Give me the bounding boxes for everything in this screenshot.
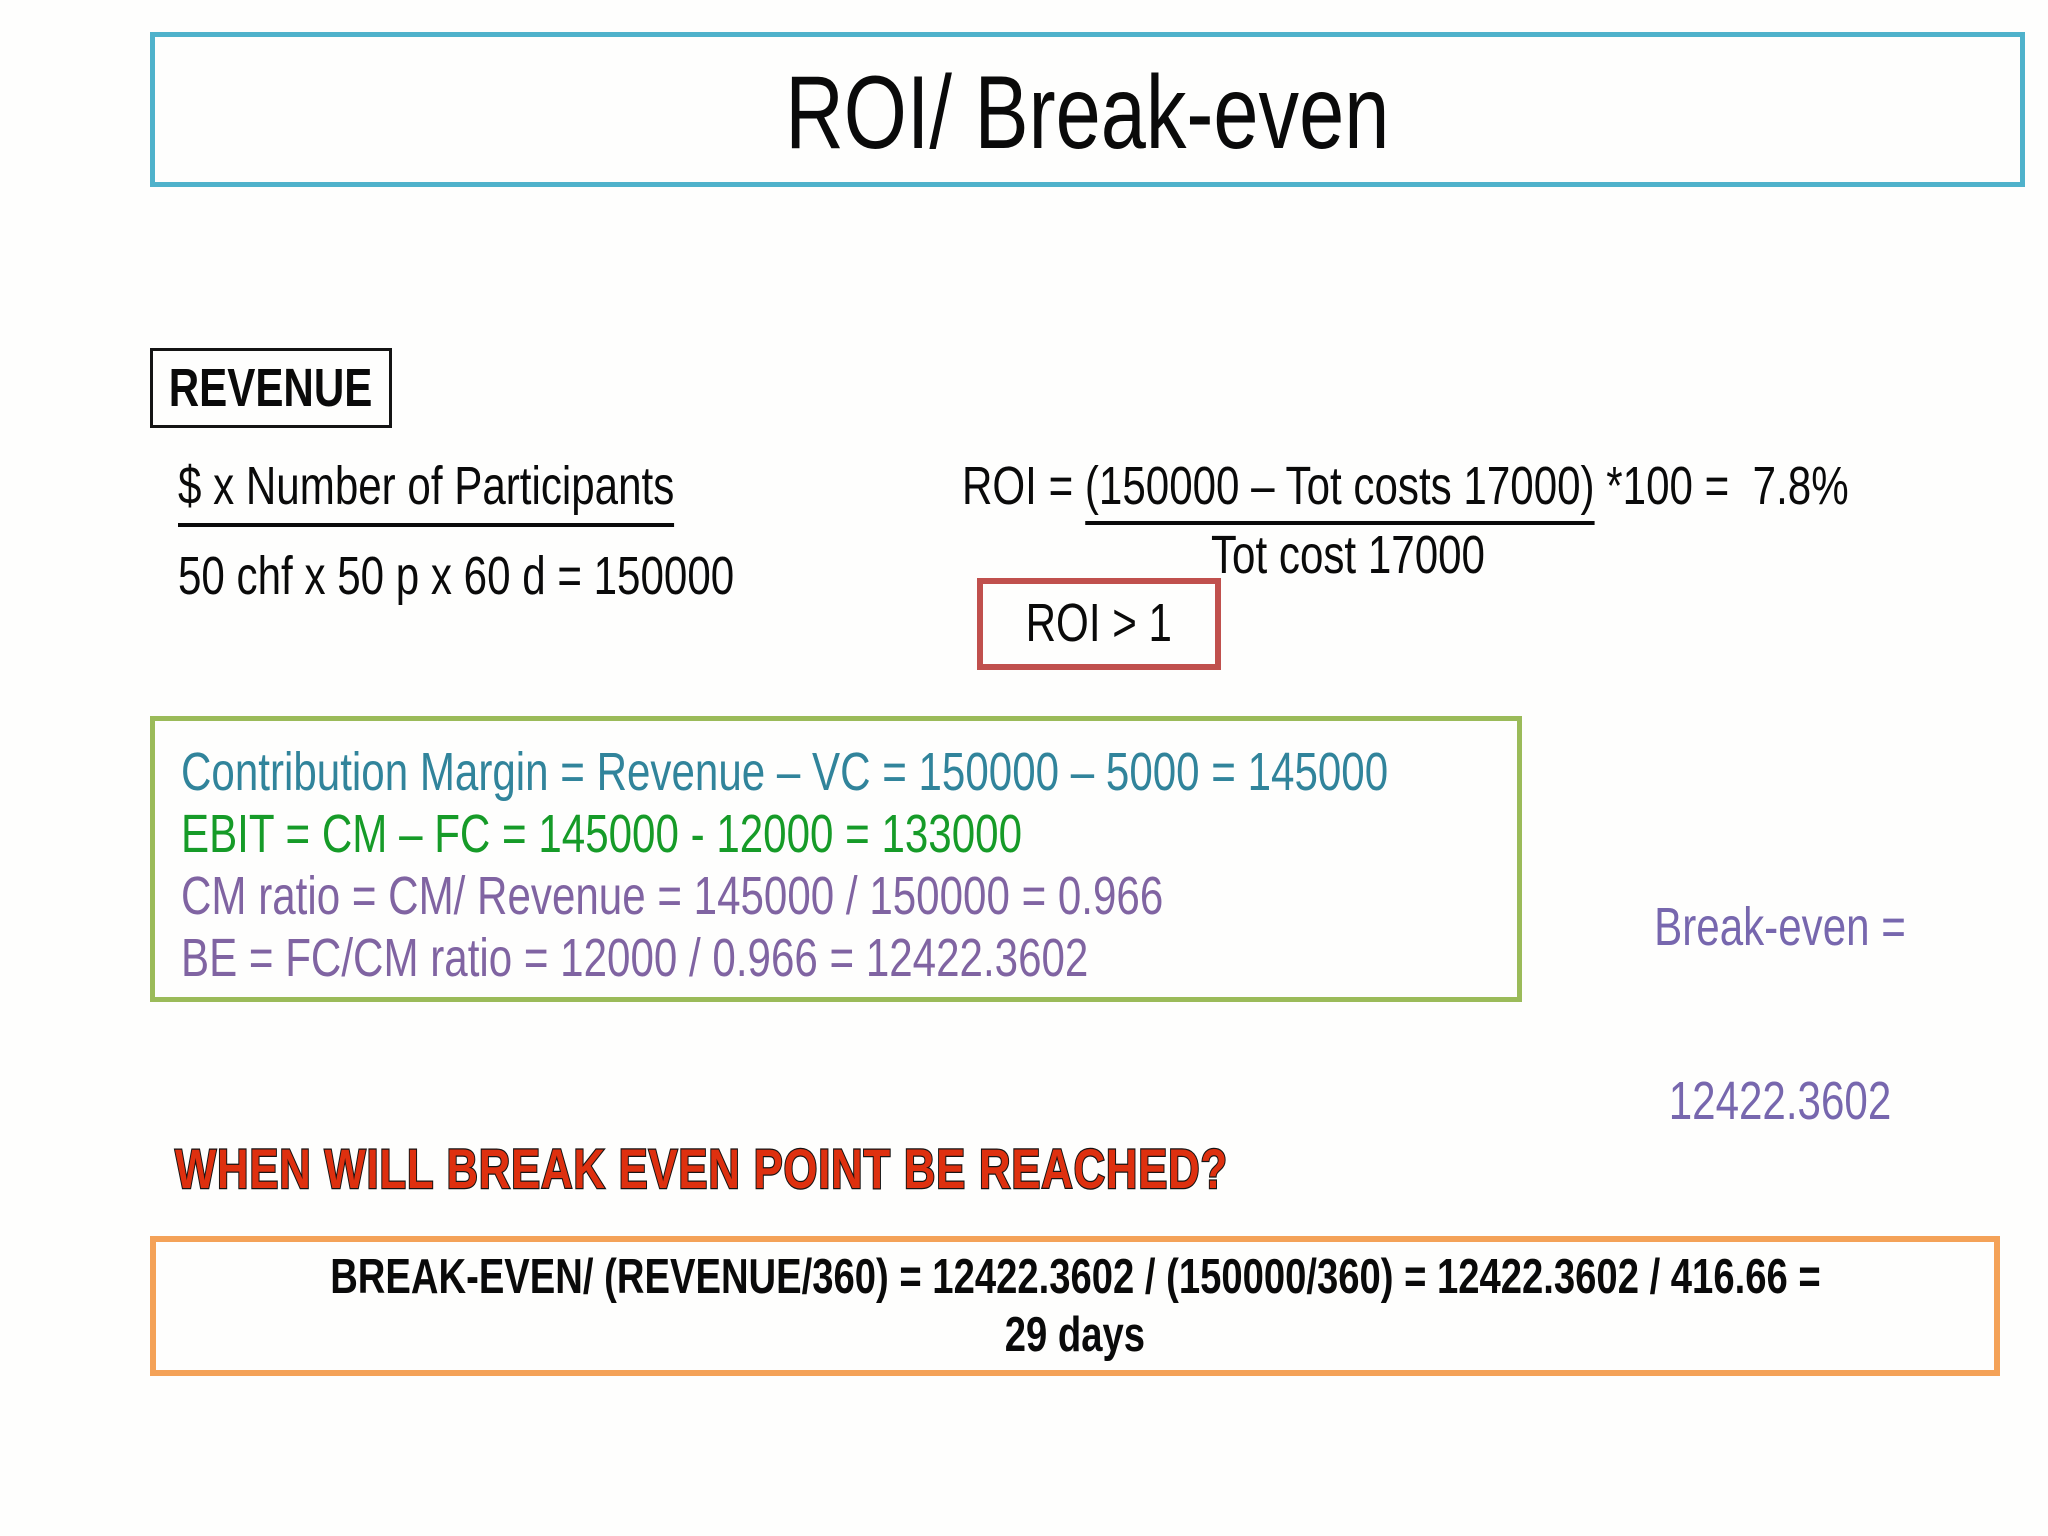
- revenue-calculation: 50 chf x 50 p x 60 d = 150000: [178, 546, 735, 606]
- conclusion-box: BREAK-EVEN/ (REVENUE/360) = 12422.3602 /…: [150, 1236, 2000, 1376]
- roi-formula: ROI = (150000 – Tot costs 17000) *100 = …: [962, 455, 1849, 525]
- roi-denominator: Tot cost 17000: [1211, 525, 1485, 585]
- breakeven-note-line2: 12422.3602: [1668, 1071, 1892, 1131]
- revenue-formula-text: $ x Number of Participants: [178, 455, 675, 527]
- roi-condition-box: ROI > 1: [977, 578, 1221, 670]
- breakeven-note-line1: Break-even =: [1654, 897, 1906, 957]
- conclusion-line1: BREAK-EVEN/ (REVENUE/360) = 12422.3602 /…: [329, 1250, 1821, 1304]
- page-title: ROI/ Break-even: [785, 54, 1390, 171]
- analysis-line-ebit: EBIT = CM – FC = 145000 - 12000 = 133000: [181, 804, 1023, 864]
- roi-condition-text: ROI > 1: [1025, 593, 1172, 653]
- roi-formula-prefix: ROI =: [962, 456, 1085, 516]
- analysis-box: Contribution Margin = Revenue – VC = 150…: [150, 716, 1522, 1002]
- conclusion-line2: 29 days: [1004, 1308, 1146, 1362]
- analysis-line-cm-ratio: CM ratio = CM/ Revenue = 145000 / 150000…: [181, 866, 1164, 926]
- revenue-label-box: REVENUE: [150, 348, 392, 428]
- revenue-formula: $ x Number of Participants: [178, 455, 675, 527]
- analysis-line-contribution-margin: Contribution Margin = Revenue – VC = 150…: [181, 742, 1389, 802]
- roi-formula-suffix: *100 = 7.8%: [1594, 456, 1849, 516]
- roi-formula-numerator: (150000 – Tot costs 17000): [1084, 455, 1595, 525]
- revenue-label: REVENUE: [169, 358, 373, 418]
- title-box: ROI/ Break-even: [150, 32, 2025, 187]
- question-heading: WHEN WILL BREAK EVEN POINT BE REACHED?: [174, 1136, 1228, 1202]
- breakeven-note: Break-even = 12422.3602: [1647, 782, 1912, 1246]
- analysis-line-break-even: BE = FC/CM ratio = 12000 / 0.966 = 12422…: [181, 928, 1089, 988]
